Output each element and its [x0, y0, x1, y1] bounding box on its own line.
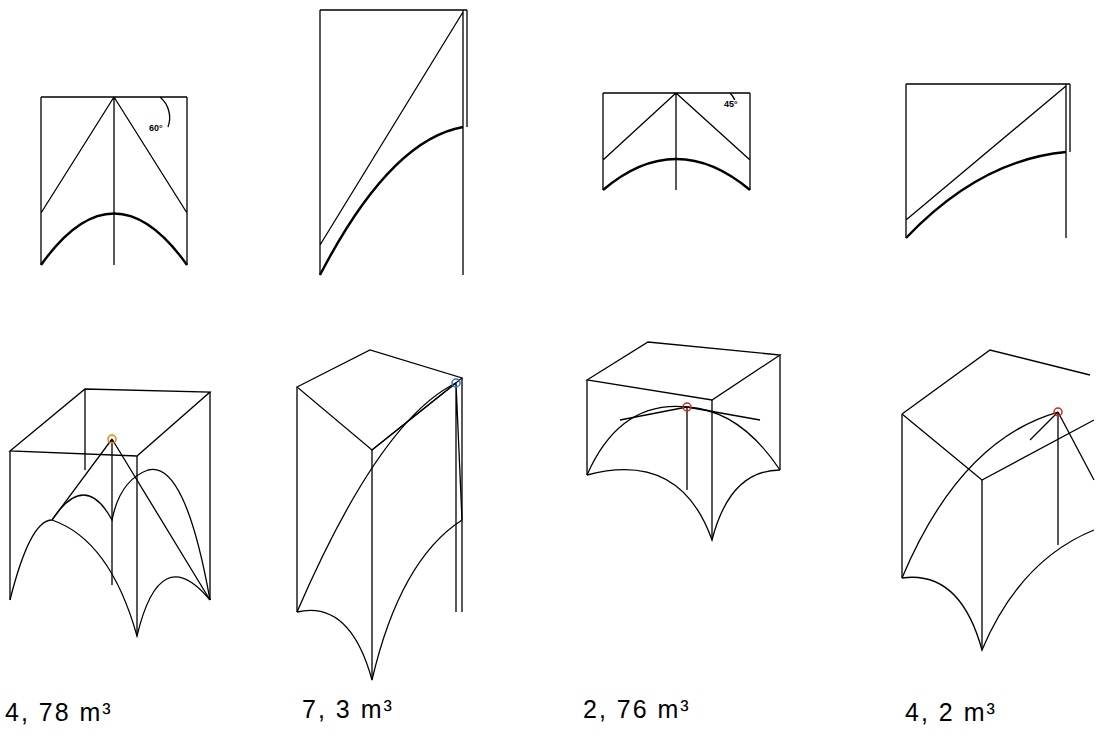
- volume-label: 4, 78 m³: [5, 700, 113, 725]
- vault-isometric: [587, 342, 780, 540]
- vault-isometric: [902, 350, 1094, 650]
- vault-section: [320, 10, 467, 275]
- volume-label: 2, 76 m³: [583, 697, 691, 722]
- vault-section: [603, 93, 750, 190]
- vault-isometric: [297, 350, 462, 680]
- vault-isometric: [10, 389, 210, 636]
- vault-section: [41, 97, 187, 265]
- volume-label: 7, 3 m³: [302, 697, 394, 722]
- angle-label: 45°: [723, 100, 739, 109]
- volume-label: 4, 2 m³: [905, 700, 997, 725]
- angle-label: 60°: [148, 124, 164, 133]
- vault-section: [906, 84, 1070, 238]
